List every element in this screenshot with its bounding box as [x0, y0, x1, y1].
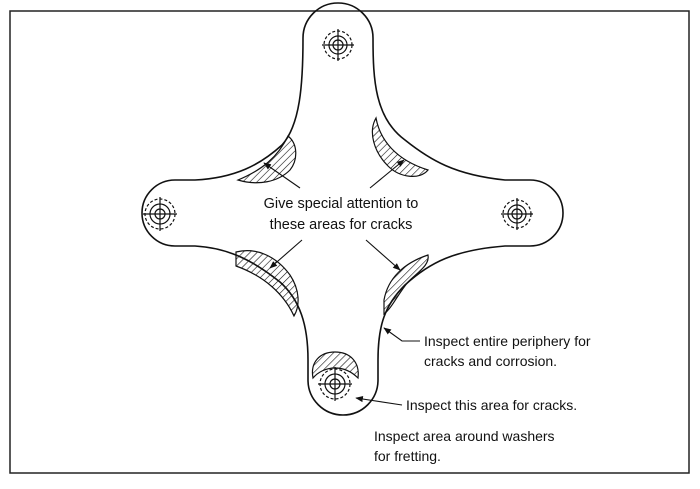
- periphery-label-line1: Inspect entire periphery for: [424, 333, 591, 349]
- leader-arrow-lower-right: [365, 239, 401, 271]
- washers-label-line2: for fretting.: [374, 448, 441, 464]
- area-cracks-label: Inspect this area for cracks.: [406, 397, 577, 413]
- leader-area-cracks: [355, 395, 403, 406]
- leader-arrow-lower-left: [269, 239, 303, 269]
- bolt-hole-left: [143, 197, 177, 231]
- bolt-hole-top: [322, 29, 354, 61]
- hatched-area-lower-left: [235, 250, 299, 318]
- leader-periphery: [383, 327, 420, 342]
- hatched-area-upper-left: [236, 135, 297, 184]
- washers-label-line1: Inspect area around washers: [374, 428, 555, 444]
- hatched-area-bottom-washer: [311, 351, 359, 380]
- cross-plate-outline: [141, 2, 564, 416]
- leader-arrow-upper-left: [263, 162, 301, 189]
- center-label-line2: these areas for cracks: [270, 217, 413, 233]
- bolt-hole-bottom: [318, 367, 352, 401]
- center-label-line1: Give special attention to: [264, 196, 419, 212]
- leader-arrow-upper-right: [369, 159, 405, 189]
- figure-frame: [9, 10, 690, 474]
- hatched-area-lower-right: [383, 254, 429, 316]
- periphery-label-line2: cracks and corrosion.: [424, 353, 557, 369]
- bolt-hole-right: [501, 198, 533, 230]
- hatched-area-upper-right: [371, 116, 430, 177]
